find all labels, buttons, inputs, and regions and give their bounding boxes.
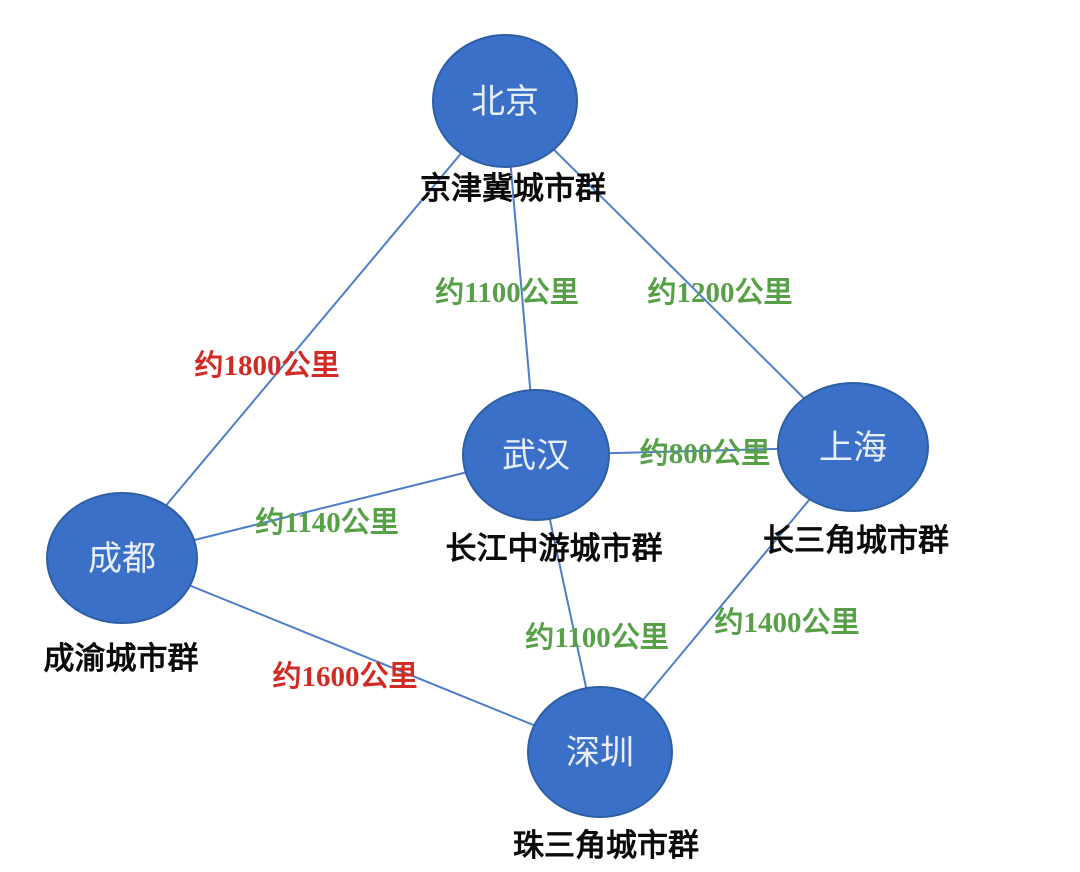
- city-label-beijing: 北京: [471, 83, 539, 121]
- city-label-wuhan: 武汉: [502, 438, 570, 475]
- distance-wuhan-shanghai: 约800公里: [640, 437, 771, 470]
- distance-chengdu-shenzhen: 约1600公里: [272, 660, 417, 693]
- node-shanghai: [777, 382, 929, 512]
- edge-beijing-shanghai: [504, 100, 854, 448]
- edge-beijing-chengdu: [121, 100, 506, 559]
- distance-beijing-wuhan: 约1100公里: [435, 276, 578, 309]
- cluster-label-group: 京津冀城市群 长江中游城市群 长三角城市群 成渝城市群 珠三角城市群: [44, 171, 950, 863]
- cluster-label-zhusanjiao: 珠三角城市群: [513, 828, 699, 863]
- distance-wuhan-shenzhen: 约1100公里: [525, 621, 668, 654]
- distance-shanghai-shenzhen: 约1400公里: [714, 606, 859, 639]
- city-label-shenzhen: 深圳: [566, 735, 634, 772]
- node-shenzhen: [527, 686, 673, 818]
- distance-beijing-shanghai: 约1200公里: [647, 276, 792, 309]
- cluster-label-changsanjiao: 长三角城市群: [763, 523, 949, 558]
- cluster-label-chengyu: 成渝城市群: [44, 641, 199, 676]
- cluster-label-jingjinji: 京津冀城市群: [420, 171, 606, 206]
- cluster-label-changjiang: 长江中游城市群: [446, 531, 663, 566]
- city-label-shanghai: 上海: [819, 429, 887, 467]
- distance-chengdu-wuhan: 约1140公里: [255, 506, 398, 539]
- city-label-chengdu: 成都: [88, 540, 156, 578]
- city-label-group: 北京 武汉 上海 成都 深圳: [88, 83, 887, 772]
- edge-chengdu-shenzhen: [121, 557, 601, 753]
- node-chengdu: [46, 492, 198, 624]
- node-beijing: [432, 34, 578, 168]
- node-group: [46, 34, 929, 818]
- distance-beijing-chengdu: 约1800公里: [194, 349, 339, 382]
- distance-label-group: 约1100公里 约1200公里 约1800公里 约1140公里 约800公里 约…: [194, 276, 859, 693]
- node-wuhan: [462, 389, 610, 521]
